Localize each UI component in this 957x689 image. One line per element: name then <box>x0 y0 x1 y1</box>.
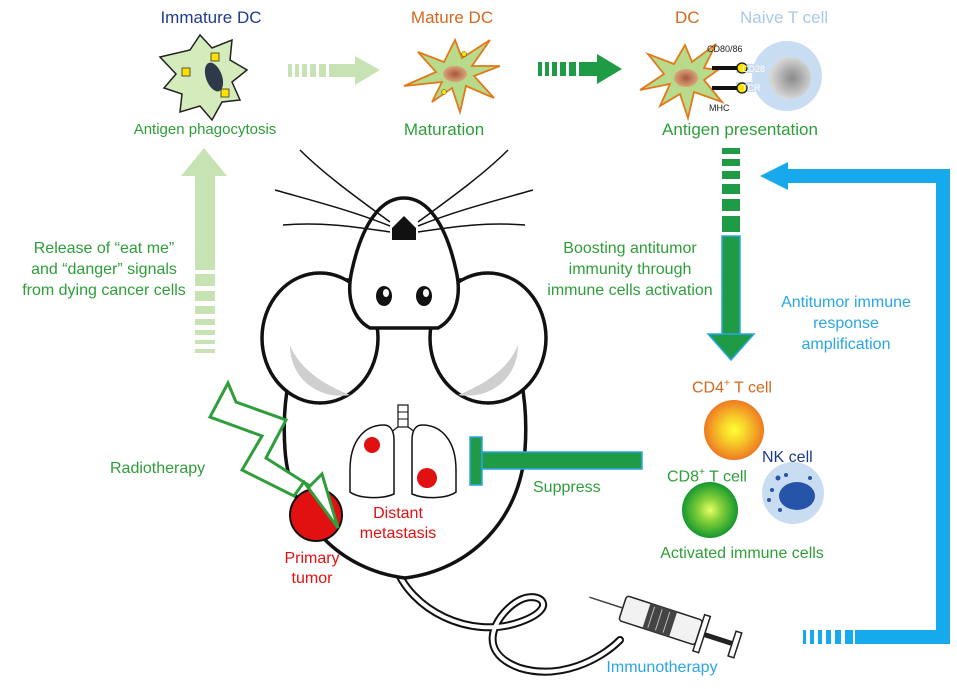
cd4-t-cell-label: CD4+ T cell <box>692 378 772 397</box>
cd8-t-cell-label: CD8+ T cell <box>667 467 747 486</box>
mhc-label: MHC <box>709 103 730 113</box>
arrow-signals-to-phagocytosis <box>181 148 227 353</box>
cd8-t-cell <box>682 482 738 538</box>
release-signals-line-2: and “danger” signals <box>31 261 177 278</box>
boosting-line-2: immunity through <box>568 261 692 278</box>
immature-dc-title: Immature DC <box>160 8 262 27</box>
tcr-label: TCR <box>742 83 761 93</box>
arrow-amplification-loop <box>760 162 950 644</box>
distant-metastasis-line-2: metastasis <box>359 525 437 542</box>
suppress-label: Suppress <box>533 479 601 496</box>
syringe-illustration <box>589 595 743 659</box>
maturation-label: Maturation <box>403 120 485 139</box>
amplification-line-2: response <box>813 315 879 332</box>
dc-title: DC <box>675 8 700 27</box>
antigen-presentation-label: Antigen presentation <box>662 120 818 139</box>
naive-t-cell <box>736 41 822 111</box>
amplification-line-3: amplification <box>801 336 891 353</box>
cd4-t-cell <box>704 400 764 460</box>
primary-tumor-line-1: Primary <box>284 550 340 567</box>
radiotherapy-label: Radiotherapy <box>110 460 206 477</box>
boosting-line-3: immune cells activation <box>547 282 713 299</box>
radiotherapy-bolt <box>207 379 340 529</box>
costimulation-receptors <box>712 62 748 94</box>
activated-immune-cells-label: Activated immune cells <box>660 545 824 562</box>
amplification-line-1: Antitumor immune <box>781 294 911 311</box>
mouse-illustration <box>260 149 624 676</box>
primary-tumor-line-2: tumor <box>291 570 333 587</box>
antigen-phagocytosis-label: Antigen phagocytosis <box>133 121 277 138</box>
release-signals-line-1: Release of “eat me” <box>33 240 175 257</box>
arrow-maturation-to-presentation <box>538 54 622 84</box>
arrow-phagocytosis-to-maturation <box>288 56 380 85</box>
release-signals-line-3: from dying cancer cells <box>22 282 186 299</box>
immunotherapy-label: Immunotherapy <box>606 659 718 676</box>
arrow-presentation-to-activation <box>706 148 756 362</box>
distant-metastasis-line-1: Distant <box>373 505 423 522</box>
mature-dc-title: Mature DC <box>410 8 494 27</box>
lungs-illustration <box>349 404 457 499</box>
suppress-inhibitor <box>469 436 643 486</box>
boosting-line-1: Boosting antitumor <box>563 240 697 257</box>
immature-dc-cell <box>158 33 249 122</box>
dc-presenting-cell <box>639 42 725 122</box>
cd28-label: CD28 <box>742 64 766 74</box>
naive-t-cell-title: Naive T cell <box>740 8 829 27</box>
nk-cell <box>762 462 824 524</box>
mature-dc-cell <box>403 37 501 116</box>
cd80-86-label: CD80/86 <box>707 44 743 54</box>
nk-cell-label: NK cell <box>762 449 813 466</box>
